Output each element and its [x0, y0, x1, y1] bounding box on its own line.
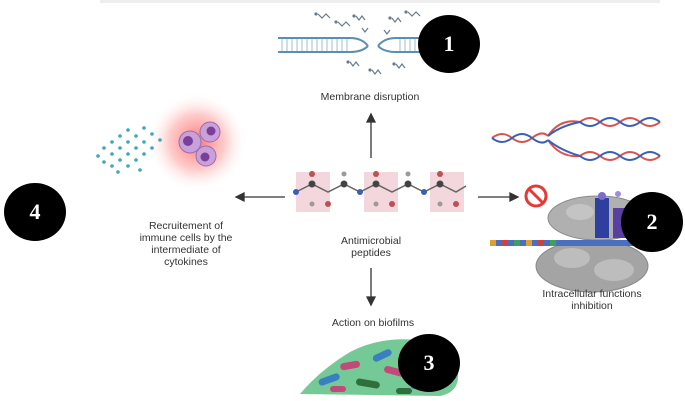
arrow-up: [365, 112, 377, 158]
cytokine-particles: [96, 126, 162, 174]
arrow-down: [365, 268, 377, 307]
label-immune-recruitment: Recruitement of immune cells by the inte…: [139, 220, 233, 268]
badge-2: 2: [621, 192, 683, 252]
arrow-left: [234, 191, 285, 203]
label-membrane-disruption: Membrane disruption: [320, 91, 420, 103]
label-intracellular-inhibition: Intracellular functions inhibition: [542, 288, 642, 312]
badge-4: 4: [4, 183, 66, 241]
immune-cells-graphic: [147, 92, 247, 192]
arrows: [234, 112, 520, 307]
top-strip: [100, 0, 660, 3]
badge-1: 1: [418, 15, 480, 73]
dna-strands-graphic: [491, 117, 661, 161]
label-antimicrobial-peptides: Antimicrobial peptides: [340, 235, 402, 259]
peptide-chain-graphic: [293, 171, 467, 212]
prohibition-icon: [524, 184, 548, 208]
badge-3: 3: [398, 334, 460, 392]
ribosome-graphic: [490, 191, 662, 293]
label-action-on-biofilms: Action on biofilms: [331, 317, 415, 329]
arrow-right: [478, 191, 520, 203]
membrane-disruption-graphic: [278, 10, 468, 75]
